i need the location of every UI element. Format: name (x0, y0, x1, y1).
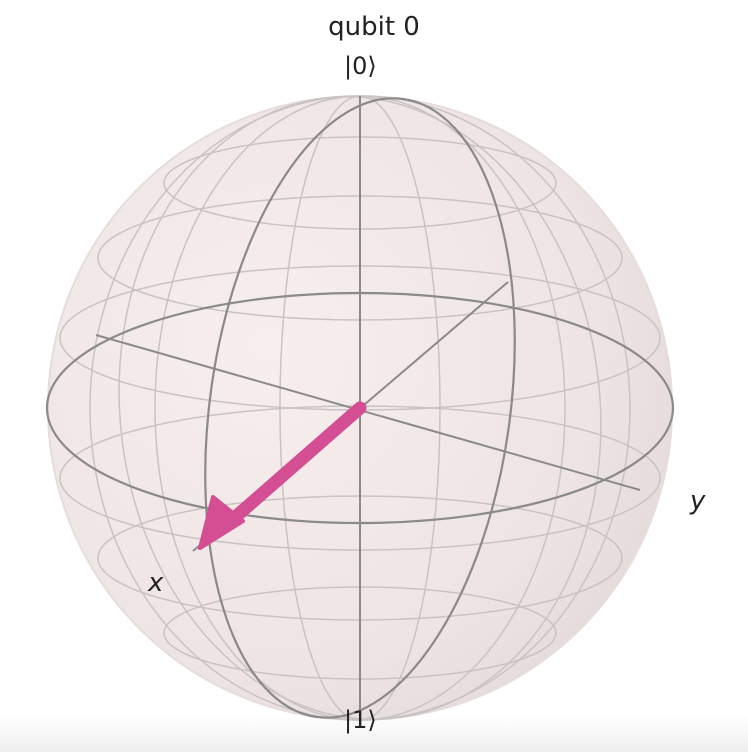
ket-zero-label: |0⟩ (344, 52, 377, 80)
state-vector-arrowhead (198, 495, 245, 550)
y-axis-label: y (690, 486, 706, 516)
state-vector-shaft (217, 401, 367, 534)
y-axis (95, 334, 641, 491)
plot-title: qubit 0 (328, 12, 420, 42)
longitude-line (118, 95, 602, 721)
bottom-band (0, 716, 748, 752)
ket-one-label: |1⟩ (344, 706, 377, 734)
xz-great-circle (204, 97, 516, 719)
x-axis-label: x (148, 568, 164, 598)
state-vector (198, 401, 367, 550)
